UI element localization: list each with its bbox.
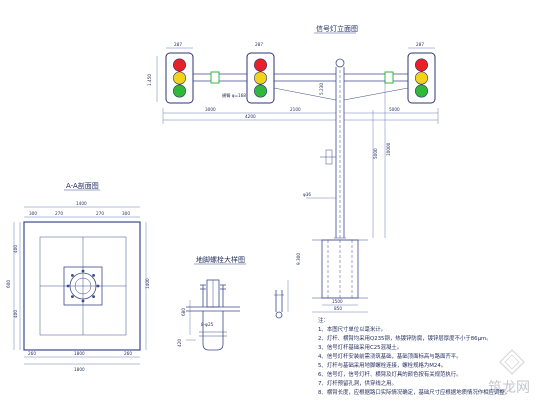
- section-bottom-dim-1: 260: [28, 351, 36, 356]
- pole-section: 5000: [373, 148, 378, 159]
- signal-pole: [320, 58, 346, 300]
- section-aa-drawing: A-A剖面图 1400 300 270 270 300: [6, 181, 150, 372]
- detail-dim-2: 420: [177, 339, 182, 347]
- detail-title: 地脚螺栓大样图: [196, 255, 245, 264]
- vertical-label-2: 5.230: [319, 83, 324, 95]
- yellow-lamp-icon: [254, 71, 268, 85]
- section-bottom-total: 1800: [74, 367, 85, 372]
- red-lamp-icon: [414, 58, 428, 72]
- green-lamp-icon: [414, 84, 428, 98]
- base-width: 850: [334, 306, 342, 311]
- note-item: 2、灯杆、横臂均采用Q235钢，热镀锌防腐，镀锌层厚度不小于86μm。: [318, 334, 492, 342]
- elevation-title: 信号灯立面图: [316, 24, 358, 33]
- signal-head-right: [407, 52, 436, 104]
- watermark-logo: 筑龙网: [488, 349, 530, 396]
- yellow-lamp-icon: [414, 71, 428, 85]
- note-item: 1、本图尺寸单位以毫米计。: [318, 325, 386, 333]
- green-lamp-icon: [254, 84, 268, 98]
- bolt-detail-drawing: 地脚螺栓大样图 680 8-φ25 420: [177, 255, 289, 351]
- watermark-text: 筑龙网: [488, 380, 530, 396]
- section-bottom-dim-3: 260: [124, 351, 132, 356]
- signal-head-left: [165, 52, 194, 104]
- detail-bolt-label: 8-φ25: [201, 322, 214, 327]
- bar-note: 横臂 φ=168: [222, 92, 246, 99]
- head-width-right: 287: [416, 42, 424, 47]
- elevation-drawing: 信号灯立面图 287 287 287: [147, 24, 439, 313]
- anchor-label: φ36: [303, 192, 311, 197]
- arm-dim-3: 5000: [389, 107, 400, 112]
- green-lamp-icon: [173, 84, 187, 98]
- anchor-bolt-pattern: [66, 269, 100, 303]
- notes-heading: 注：: [318, 316, 329, 324]
- note-item: 4、信号灯杆安装前需浇筑基础，基础顶面标高与路面齐平。: [318, 352, 462, 360]
- red-lamp-icon: [173, 58, 187, 72]
- note-item: 6、信号灯，信号灯杆、横臂及灯具的颜色按有关规范执行。: [318, 370, 462, 378]
- section-overall: 1400: [76, 201, 87, 206]
- yellow-lamp-icon: [173, 71, 187, 85]
- clamp-icon: [384, 71, 394, 84]
- note-item: 8、横臂长度，应根据路口实际情况确定，基础尺寸应根据地质情况作相应调整。: [318, 388, 510, 396]
- section-top-dim-3: 270: [96, 211, 104, 216]
- arm-dim-2: 2100: [290, 107, 301, 112]
- arm-dim-1: 3000: [205, 107, 216, 112]
- note-item: 3、信号灯杆基础采用C25混凝土。: [318, 343, 402, 351]
- head-width-middle: 287: [255, 42, 263, 47]
- clamp-icon: [210, 71, 220, 84]
- signal-head-middle: [246, 52, 275, 104]
- vertical-label-1: 1.450: [147, 74, 152, 86]
- pole-base: 1500: [332, 299, 343, 304]
- note-item: 5、灯杆与基础采用地脚螺栓连接，螺栓规格为M24。: [318, 361, 446, 369]
- section-aa-title: A-A剖面图: [66, 181, 99, 190]
- pole-height: 10000: [386, 142, 391, 156]
- red-lamp-icon: [254, 58, 268, 72]
- section-right-dim: 1400: [145, 278, 150, 289]
- section-top-dim-1: 300: [29, 211, 37, 216]
- section-left-dim-2: 400: [13, 310, 18, 318]
- section-left-dim-1: 400: [13, 245, 18, 253]
- notes-block: 注： 1、本图尺寸单位以毫米计。 2、灯杆、横臂均采用Q235钢，热镀锌防腐，镀…: [318, 316, 510, 396]
- section-left-total: 600: [6, 280, 11, 288]
- section-top-dim-4: 300: [122, 211, 130, 216]
- section-bottom-dim-2: 1800: [74, 351, 85, 356]
- head-width-left: 287: [174, 42, 182, 47]
- anchor-bolt-icon: [274, 280, 289, 319]
- detail-dim-1: 680: [181, 308, 186, 316]
- foot-label: 9.300: [296, 253, 301, 265]
- foundation: [312, 239, 368, 299]
- arm-dim-4: 4200: [245, 114, 256, 119]
- note-item: 7、灯杆预留孔洞，供穿线之用。: [318, 379, 397, 387]
- section-top-dim-2: 270: [55, 211, 63, 216]
